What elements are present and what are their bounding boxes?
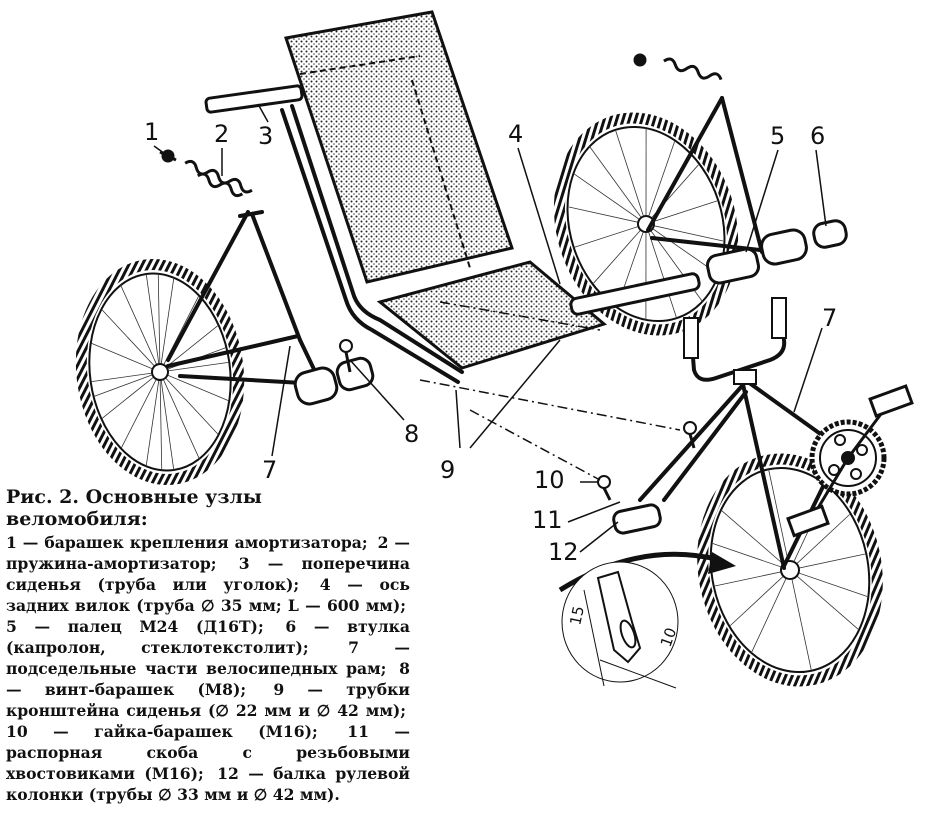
callout-1: 1 — [144, 118, 159, 146]
callout-7-right: 7 — [822, 304, 837, 332]
callout-8: 8 — [404, 420, 419, 448]
left-frame — [166, 210, 324, 388]
seat-bottom — [376, 260, 608, 370]
dimension-10: 10 — [657, 625, 680, 649]
dimension-15: 15 — [566, 604, 588, 626]
callout-6: 6 — [810, 122, 825, 150]
callout-7-left: 7 — [262, 456, 277, 484]
left-wheel — [75, 259, 245, 485]
callout-10: 10 — [534, 466, 565, 494]
callout-3: 3 — [258, 122, 273, 150]
legend-item: 6 — втулка (капролон, стеклотекстолит); — [6, 617, 410, 657]
wing-bolt — [339, 339, 353, 373]
seat-back — [284, 10, 514, 284]
legend-item: 3 — поперечина сиденья (труба или уголок… — [6, 554, 410, 594]
callout-2: 2 — [214, 120, 229, 148]
legend-item: 8 — винт-барашек (М8); — [6, 659, 410, 699]
rear-fork-axle — [569, 219, 848, 316]
leader-lines — [153, 103, 827, 553]
spring-shock-left — [159, 149, 253, 198]
callout-12: 12 — [548, 538, 579, 566]
spring-shock-right — [633, 53, 723, 81]
seat-crossbar — [204, 84, 304, 114]
wing-nuts — [597, 421, 697, 501]
detail-inset — [558, 551, 736, 689]
legend-item: 2 — пружина-амортизатор; — [6, 533, 410, 573]
caption-title: Рис. 2. Основные узлы веломобиля: — [6, 486, 262, 530]
callouts: 1 2 3 4 5 6 7 7 8 9 10 11 12 15 10 — [144, 118, 837, 649]
legend-item: 1 — барашек крепления амортизатора; — [6, 533, 368, 552]
figure-caption: Рис. 2. Основные узлы веломобиля: 1 — ба… — [6, 486, 410, 805]
caption-legend: 1 — барашек крепления амортизатора; 2 — … — [6, 532, 410, 805]
right-rear-frame — [646, 96, 764, 254]
legend-item: 5 — палец М24 (Д16Т); — [6, 617, 264, 636]
legend-item: 11 — распорная скоба с резьбовыми хвосто… — [6, 722, 410, 783]
legend-item: 7 — подседельные части велосипедных рам; — [6, 638, 411, 678]
callout-5: 5 — [770, 122, 785, 150]
callout-9: 9 — [440, 456, 455, 484]
callout-4: 4 — [508, 120, 523, 148]
legend-item: 10 — гайка-барашек (М16); — [6, 722, 318, 741]
steering-column-beam — [612, 503, 662, 535]
pedals — [786, 384, 914, 538]
left-frame-hubtube — [293, 356, 375, 406]
legend-item: 4 — ось задних вилок (труба ∅ 35 мм; L —… — [6, 575, 410, 615]
seat-bracket-tubes — [280, 104, 464, 384]
callout-11: 11 — [532, 506, 563, 534]
legend-item: 12 — балка рулевой колонки (трубы ∅ 33 м… — [6, 764, 410, 804]
legend-item: 9 — трубки кронштейна сиденья (∅ 22 мм и… — [6, 680, 410, 720]
